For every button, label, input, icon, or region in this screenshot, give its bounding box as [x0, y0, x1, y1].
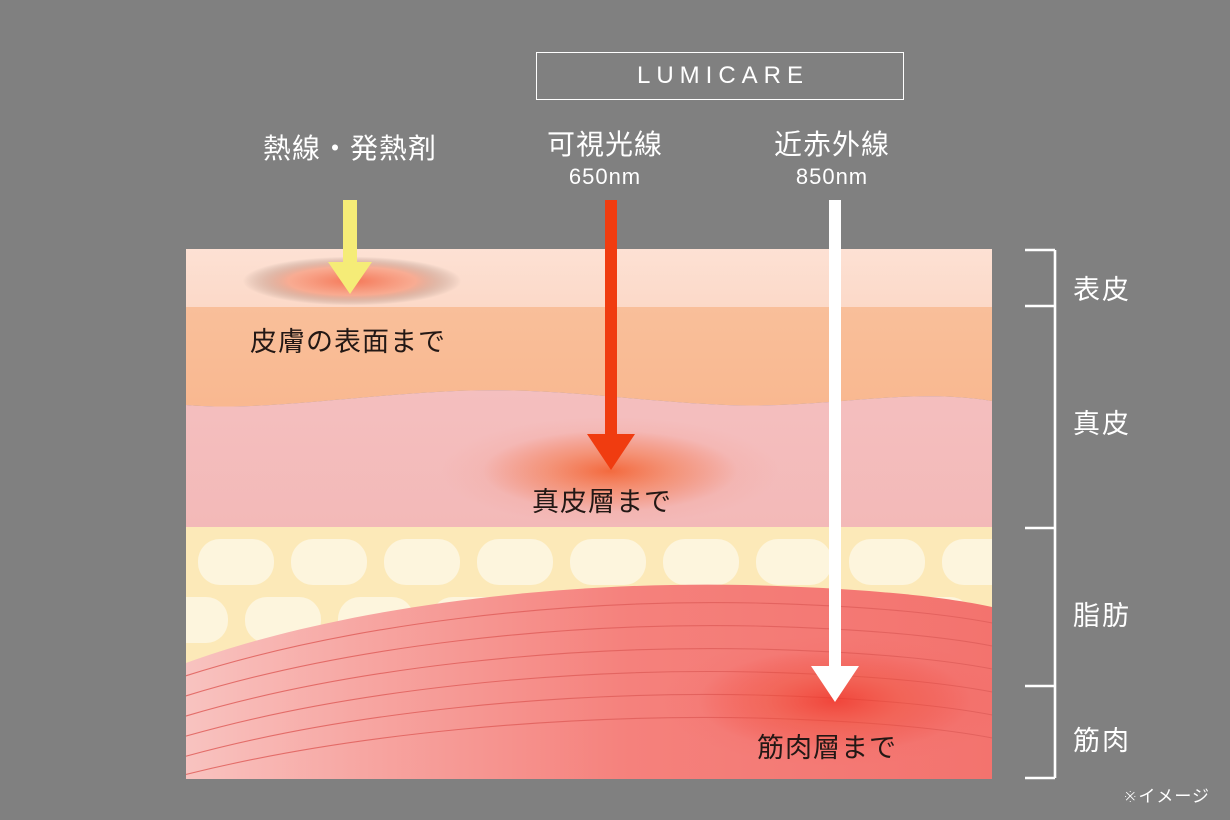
skin-layers-svg: [186, 249, 992, 779]
source-label-heat: 熱線・発熱剤: [210, 132, 490, 166]
depth-caption-muscle: 筋肉層まで: [757, 733, 897, 763]
layer-name-epidermis: 表皮: [1073, 275, 1131, 305]
source-label-visible-light: 可視光線 650nm: [505, 128, 705, 191]
glow-epidermis: [200, 249, 504, 315]
brand-title: LUMICARE: [636, 62, 810, 89]
depth-caption-surface: 皮膚の表面まで: [250, 327, 446, 357]
source-label-visible-light-name: 可視光線: [546, 129, 663, 160]
layer-name-fat: 脂肪: [1073, 601, 1131, 631]
source-label-near-infrared-wavelength: 850nm: [795, 164, 869, 190]
source-label-near-infrared: 近赤外線 850nm: [732, 128, 932, 191]
brand-title-plate: LUMICARE: [536, 52, 904, 100]
layer-name-dermis: 真皮: [1073, 409, 1131, 439]
skin-cross-section: [186, 249, 992, 779]
layer-muscle: [186, 584, 992, 779]
depth-caption-dermis: 真皮層まで: [532, 487, 672, 517]
layer-name-muscle: 筋肉: [1073, 726, 1131, 756]
source-label-near-infrared-name: 近赤外線: [773, 129, 890, 160]
glow-dermis: [440, 417, 780, 525]
layer-bracket: [1025, 248, 1057, 780]
source-label-visible-light-wavelength: 650nm: [568, 164, 642, 190]
source-label-heat-name: 熱線・発熱剤: [262, 133, 437, 164]
footnote: ※イメージ: [1123, 787, 1210, 806]
